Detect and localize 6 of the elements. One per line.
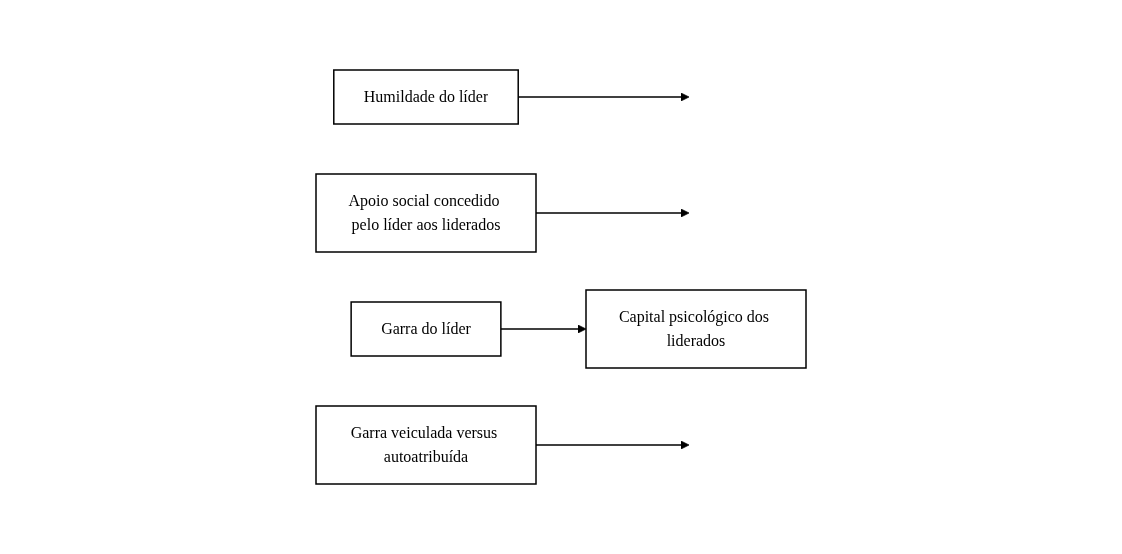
node-box: Garra do líder <box>350 301 502 357</box>
node-box: Garra veiculada versus autoatribuída <box>315 405 537 485</box>
node-box: Capital psicológico dos liderados <box>585 289 807 369</box>
arrow <box>500 324 587 334</box>
node-box: Humildade do líder <box>333 69 519 125</box>
node-box: Apoio social concedido pelo líder aos liderados <box>315 173 537 253</box>
